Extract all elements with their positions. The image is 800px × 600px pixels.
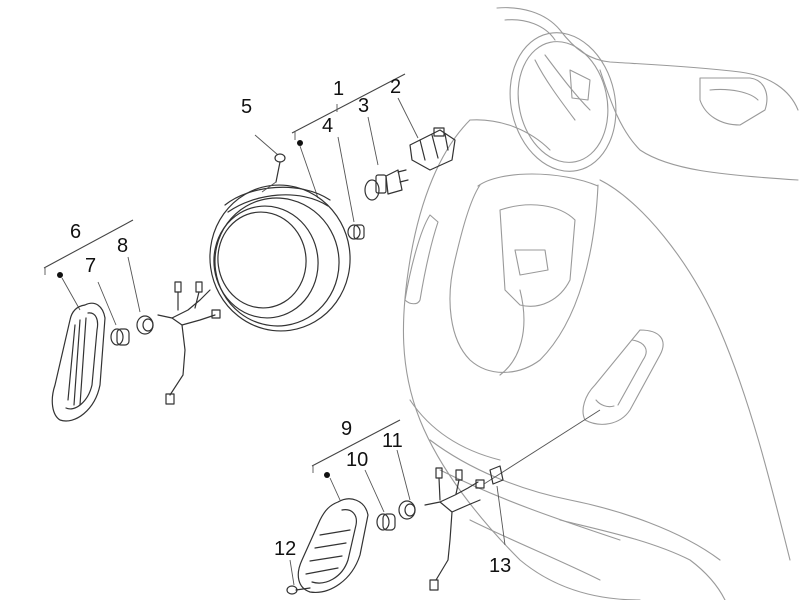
- label-part-8: 8: [117, 235, 128, 257]
- label-part-2: 2: [390, 76, 401, 98]
- left-indicator-lens: [51, 302, 106, 422]
- label-part-7: 7: [85, 255, 96, 277]
- label-part-10: 10: [346, 449, 368, 471]
- part-12-screw: [286, 559, 311, 595]
- right-indicator-lens: [297, 498, 369, 593]
- part-5-screw: [254, 134, 286, 193]
- group-9-bracket: [311, 419, 401, 501]
- label-part-3: 3: [358, 95, 369, 117]
- right-wiring-harness: [424, 409, 601, 591]
- group-1-bracket: [291, 73, 406, 199]
- part-2-socket: [397, 97, 456, 171]
- part-4-small-bulb: [337, 136, 365, 240]
- left-wiring-harness: [157, 281, 221, 405]
- group-6-bracket: [43, 219, 134, 311]
- label-part-9: 9: [341, 418, 352, 440]
- part-3-bulb: [364, 116, 409, 201]
- part-number-labels: 1 2 3 4 5 6 7 8 9 10 11 12 13: [70, 76, 511, 577]
- bullet-dot: [297, 140, 303, 146]
- label-part-6: 6: [70, 221, 81, 243]
- label-part-12: 12: [274, 538, 296, 560]
- label-part-4: 4: [322, 115, 333, 137]
- headlight-ring: [209, 184, 351, 332]
- part-10-lamp: [364, 469, 396, 531]
- part-11-socket: [396, 449, 416, 520]
- label-part-13: 13: [489, 555, 511, 577]
- part-7-lamp: [97, 281, 130, 346]
- label-part-5: 5: [241, 96, 252, 118]
- part-8-socket: [127, 256, 154, 335]
- part-13-clip: [489, 465, 506, 546]
- bullet-dot: [324, 472, 330, 478]
- label-part-1: 1: [333, 78, 344, 100]
- label-part-11: 11: [382, 430, 403, 452]
- scooter-front-body: [402, 7, 799, 600]
- bullet-dot: [57, 272, 63, 278]
